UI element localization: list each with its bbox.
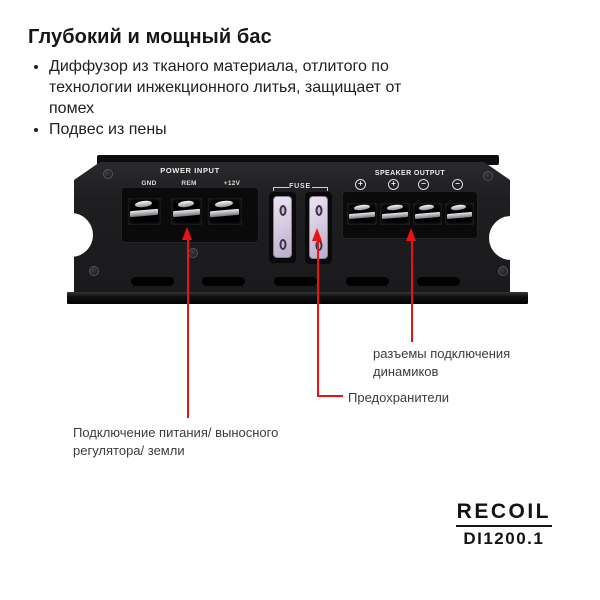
callout-line-power	[187, 240, 189, 418]
amp-top-edge	[97, 155, 499, 165]
callout-line-fuse-h	[317, 395, 343, 397]
brand-block: RECOIL DI1200.1	[455, 500, 552, 549]
feature-item: Подвес из пены	[49, 119, 448, 140]
screw-icon	[483, 171, 493, 181]
speaker-terminal	[413, 203, 442, 225]
polarity-plus-icon: +	[388, 179, 399, 190]
polarity-plus-icon: +	[355, 179, 366, 190]
vent-slot	[202, 277, 245, 286]
amp-bottom-lip	[67, 292, 528, 304]
brand-model: DI1200.1	[463, 529, 545, 548]
callout-line-fuse	[317, 241, 319, 397]
page-title: Глубокий и мощный бас	[28, 26, 272, 48]
speaker-terminal	[380, 203, 410, 225]
amplifier-image: POWER INPUT GND REM +12V FUSE SPEAKER OU…	[49, 153, 533, 305]
callout-label-power: Подключение питания/ выносного регулятор…	[73, 425, 279, 459]
screw-icon	[188, 248, 198, 258]
speaker-output-label: SPEAKER OUTPUT	[374, 170, 446, 177]
fuse-bracket-left	[273, 187, 289, 191]
power-input-label: POWER INPUT	[160, 166, 220, 175]
speaker-terminal	[445, 203, 474, 225]
power-terminal	[128, 198, 161, 225]
speaker-terminal	[347, 203, 377, 225]
vent-slot	[417, 277, 460, 286]
callout-arrow-speaker	[406, 228, 416, 241]
feature-item: Диффузор из тканого материала, отлитого …	[49, 56, 448, 119]
fuse-bracket-right	[312, 187, 328, 191]
vent-slot	[346, 277, 389, 286]
amp-right-notch	[489, 216, 533, 260]
fuse-holder	[273, 196, 292, 258]
callout-arrow-power	[182, 227, 192, 240]
terminal-label-gnd: GND	[141, 180, 157, 187]
polarity-minus-icon: −	[418, 179, 429, 190]
fuse-label: FUSE	[289, 183, 311, 190]
brand-logo: RECOIL	[455, 500, 552, 527]
screw-icon	[103, 169, 113, 179]
callout-label-speaker: разъемы подключения динамиков	[373, 346, 511, 380]
power-terminal	[171, 198, 202, 225]
vent-slot	[131, 277, 174, 286]
polarity-minus-icon: −	[452, 179, 463, 190]
feature-list: Диффузор из тканого материала, отлитого …	[28, 56, 448, 140]
terminal-label-rem: REM	[181, 180, 197, 187]
callout-label-fuse: Предохранители	[348, 390, 450, 405]
power-terminal	[208, 198, 242, 225]
screw-icon	[89, 266, 99, 276]
vent-slot	[274, 277, 317, 286]
callout-arrow-fuse	[312, 228, 322, 241]
amp-left-notch	[49, 213, 93, 257]
terminal-label-12v: +12V	[223, 180, 241, 187]
screw-icon	[498, 266, 508, 276]
callout-line-speaker	[411, 241, 413, 342]
